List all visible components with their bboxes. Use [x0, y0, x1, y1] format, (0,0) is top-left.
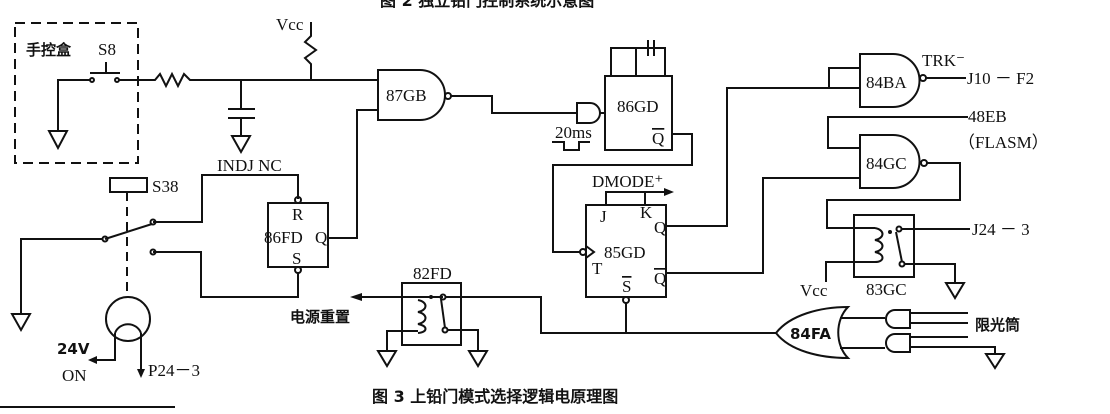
q-pin: Q	[654, 218, 666, 237]
pulse-20ms-label: 20ms	[555, 123, 592, 142]
relay-82fd-label: 82FD	[413, 264, 452, 283]
relay-82fd	[401, 282, 462, 346]
wire-q-84ba	[666, 87, 860, 227]
trk-label: TRK⁻	[922, 51, 965, 70]
s38-label: S38	[152, 177, 178, 196]
j24-3-label: J24 － 3	[972, 220, 1030, 239]
24v-label: 24V	[57, 340, 90, 358]
arrow-left-icon	[350, 293, 362, 301]
relay-83gc: 83GC	[825, 214, 915, 299]
wire-clock	[552, 133, 693, 253]
figure-caption: 图 3 上铅门模式选择逻辑电原理图	[372, 387, 618, 406]
ground-icon	[467, 350, 489, 368]
s38-switch	[101, 218, 157, 256]
s8-pushbutton	[89, 62, 120, 83]
gate-20ms: 20ms	[552, 102, 601, 151]
q-pin: Q	[315, 228, 327, 247]
power-reset-label: 电源重置	[290, 308, 350, 326]
top-caption: 图 2 独立铅门控制系统示意图	[380, 0, 594, 10]
flipflop-85gd: J K Q 85GD T Q S	[579, 203, 667, 304]
gate-87gb: 87GB	[377, 69, 452, 121]
wire-set	[153, 251, 299, 298]
wire-collimator	[910, 312, 996, 353]
arrow-left-icon	[88, 356, 97, 364]
wire-dmode	[605, 191, 668, 205]
s-pin: S	[292, 249, 301, 268]
ground-icon	[230, 135, 252, 155]
wire-84gc-relay	[826, 162, 961, 229]
capacitor	[228, 80, 255, 135]
r-pin: R	[292, 205, 304, 224]
timing-capacitor	[647, 40, 655, 56]
oneshot-86gd-label: 86GD	[617, 97, 659, 116]
gate-84fa-label: 84FA	[790, 325, 831, 343]
collimator-label: 限光筒	[975, 316, 1020, 334]
hand-box-label: 手控盒	[26, 41, 72, 59]
wire-qbar-84gc	[666, 177, 860, 274]
gate-84fa: 84FA	[774, 305, 851, 360]
dmode-label: DMODE⁺	[592, 172, 663, 191]
flipflop-86fd: R 86FD Q S	[264, 196, 329, 274]
ff-86fd-label: 86FD	[264, 228, 303, 247]
vcc-top-label: Vcc	[276, 15, 304, 34]
input-resistor-wire	[119, 71, 378, 89]
ground-icon	[47, 130, 69, 151]
wire-48eb	[827, 116, 968, 149]
gate-84gc: 84GC	[859, 134, 928, 189]
gate-and-lower	[885, 333, 911, 353]
indicator-lamp	[88, 296, 151, 378]
p24-3-label: P24－3	[148, 361, 200, 380]
gate-84ba-label: 84BA	[866, 73, 907, 92]
k-pin: K	[640, 203, 653, 222]
wire-ground	[20, 238, 103, 313]
wire-ground	[386, 330, 418, 350]
pulse-icon	[552, 141, 590, 151]
ground-icon	[984, 353, 1006, 370]
indj-nc-label: INDJ NC	[217, 156, 282, 175]
ground-icon	[376, 350, 398, 368]
gate-87gb-label: 87GB	[386, 86, 427, 105]
ground-icon	[944, 282, 966, 300]
wire-ground	[904, 263, 956, 282]
wire-86fd-q	[329, 109, 378, 239]
t-pin: T	[592, 259, 603, 278]
gate-84gc-label: 84GC	[866, 154, 907, 173]
ff-85gd-label: 85GD	[604, 243, 646, 262]
on-label: ON	[62, 366, 87, 385]
gate-and-upper	[885, 309, 911, 329]
wire-84fa-inputs	[840, 317, 885, 349]
relay-83gc-label: 83GC	[866, 280, 907, 299]
hand-control-box: 手控盒 S8	[14, 22, 139, 164]
ground-icon	[10, 313, 32, 333]
pullup-resistor	[303, 22, 318, 80]
gate-84ba: 84BA	[828, 53, 927, 108]
sbar-pin: S	[622, 277, 631, 296]
s8-label: S8	[98, 40, 116, 59]
j-pin: J	[600, 207, 607, 226]
wire-reset	[153, 174, 299, 223]
vcc-relay-label: Vcc	[800, 281, 828, 300]
wire-87gb-out	[451, 95, 577, 114]
qbar-pin: Q	[652, 129, 664, 148]
flasm-label: （FLASM）	[958, 133, 1049, 152]
j10-f2-label: J10 － F2	[967, 69, 1034, 88]
qbar-pin: Q	[654, 269, 666, 288]
arrow-down-icon	[137, 369, 145, 378]
wire-reset-bus	[446, 296, 776, 334]
s38-actuator	[109, 177, 148, 193]
oneshot-86gd: 86GD Q	[604, 40, 673, 151]
arrow-right-icon	[664, 188, 674, 196]
48eb-label: 48EB	[968, 107, 1007, 126]
wire-ground	[447, 329, 479, 350]
